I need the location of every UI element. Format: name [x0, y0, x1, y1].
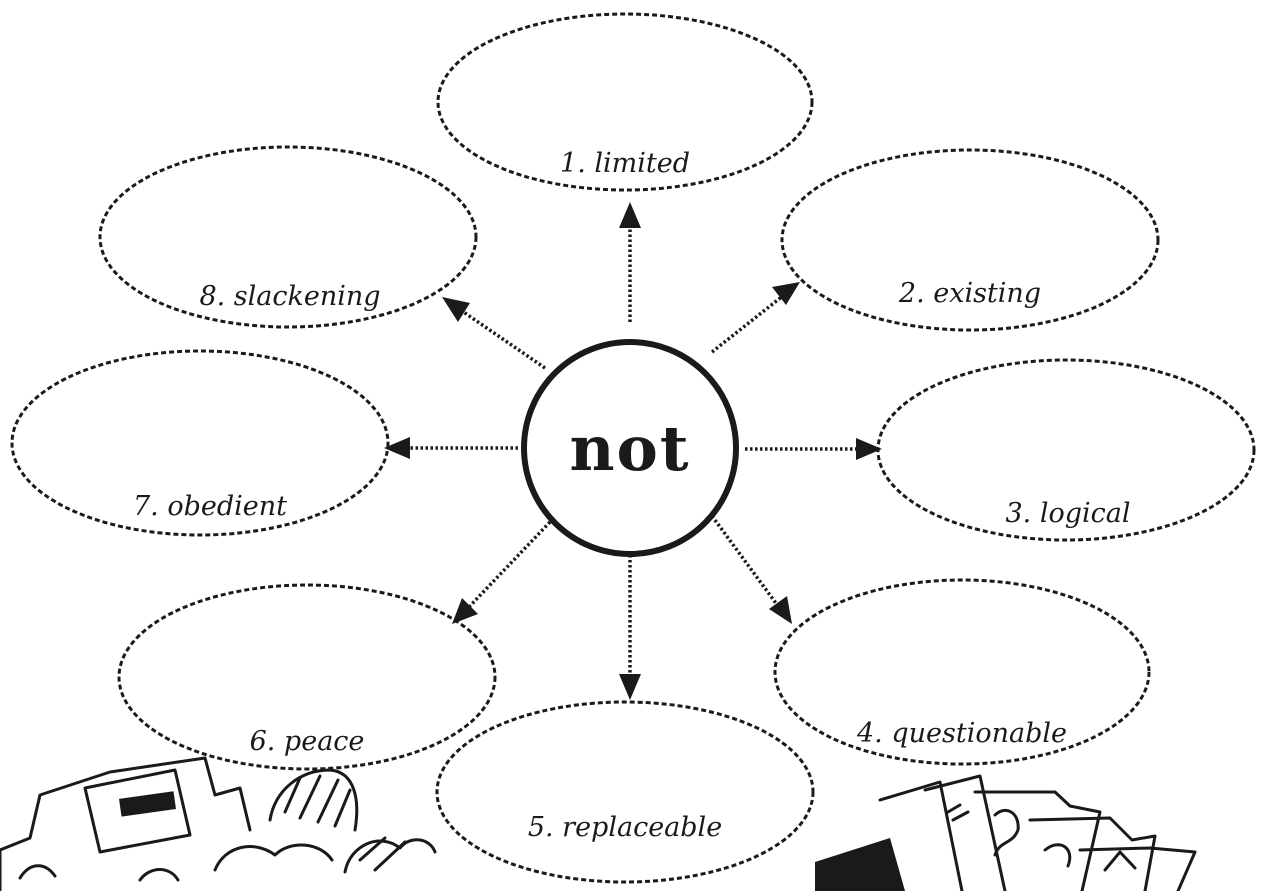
bubble-1-label: 1. limited — [560, 148, 690, 179]
arrow-to-7 — [384, 437, 518, 459]
bubble-3-label: 3. logical — [1005, 498, 1130, 529]
bubble-4: 4. questionable — [773, 578, 1151, 766]
bubble-6-label: 6. peace — [250, 726, 365, 757]
bubble-2-label: 2. existing — [898, 278, 1041, 309]
bubble-6: 6. peace — [117, 583, 497, 771]
bubble-2: 2. existing — [780, 148, 1160, 332]
arrow-to-1 — [619, 202, 641, 322]
arrow-to-4 — [710, 514, 792, 624]
arrow-to-8 — [442, 297, 546, 370]
bubble-5-label: 5. replaceable — [528, 812, 722, 843]
bubble-7: 7. obedient — [10, 349, 390, 537]
arrow-to-3 — [745, 438, 882, 460]
center-word: not — [569, 412, 690, 485]
bubble-5: 5. replaceable — [435, 700, 815, 884]
bubble-1: 1. limited — [436, 12, 814, 192]
bubble-8-label: 8. slackening — [199, 281, 380, 312]
bubble-4-label: 4. questionable — [856, 718, 1067, 749]
bubble-7-label: 7. obedient — [133, 491, 287, 522]
box-of-maps-drawing — [815, 774, 1197, 891]
arrow-to-2 — [710, 282, 800, 354]
box-of-craft-items-drawing — [0, 756, 437, 891]
bubble-8: 8. slackening — [98, 145, 478, 329]
arrow-to-5 — [619, 555, 641, 700]
center-hub: not — [521, 339, 739, 557]
bubble-3: 3. logical — [876, 358, 1256, 542]
arrow-to-6 — [452, 520, 552, 624]
